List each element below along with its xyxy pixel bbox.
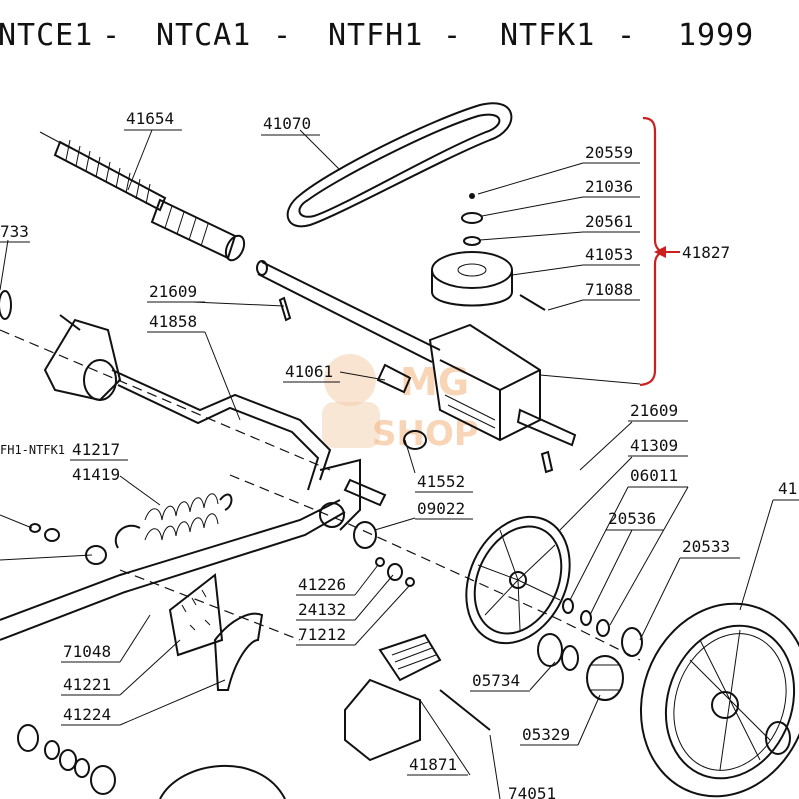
leader-lines [0,129,774,799]
label-41552: 41552 [417,472,465,491]
label-41309: 41309 [630,436,678,455]
drive-shaft-drawing [256,260,441,363]
rear-wheel-drawing [465,515,571,645]
watermark-shop: SHOP [372,414,479,454]
side-model-note: FH1-NTFK1 [0,443,65,457]
assembly-bracket [539,116,680,387]
diagram-header: NTCE1 - NTCA1 - NTFH1 - NTFK1 - 1999 [0,0,799,70]
label-71048: 71048 [63,642,111,661]
axis-lines [0,329,641,661]
pedal-drawing [344,633,491,762]
shop-watermark: MG SHOP [322,354,479,454]
label-21036: 21036 [585,177,633,196]
label-24132: 24132 [298,600,346,619]
label-41858: 41858 [149,312,197,331]
label-41654: 41654 [126,109,174,128]
label-05329: 05329 [522,725,570,744]
height-selector-drawing [168,573,264,691]
label-20536: 20536 [608,509,656,528]
header-sep-2: - [273,18,293,53]
drive-gear-drawing [537,633,624,701]
header-sep-1: - [102,18,122,53]
label-20533: 20533 [682,537,730,556]
model-ntca1: NTCA1 [156,18,252,53]
o-ring-drawing [403,430,427,450]
model-ntfh1: NTFH1 [328,18,424,53]
label-733: 733 [0,222,29,241]
label-05734: 05734 [472,671,520,690]
label-71088: 71088 [585,280,633,299]
label-06011: 06011 [630,466,678,485]
model-year: 1999 [678,18,755,53]
label-41224: 41224 [63,705,111,724]
label-71212: 71212 [298,625,346,644]
label-41070: 41070 [263,114,311,133]
label-41061: 41061 [285,362,333,381]
pulley-drawing [431,193,546,311]
label-41871: 41871 [409,755,457,774]
tension-spring-drawing [114,493,233,549]
model-ntfk1: NTFK1 [500,18,596,53]
label-41226: 41226 [298,575,346,594]
label-20561: 20561 [585,212,633,231]
model-ntce1: NTCE1 [0,18,94,53]
label-41419: 41419 [72,465,120,484]
header-sep-3: - [443,18,463,53]
label-74051: 74051 [508,784,556,799]
label-09022: 09022 [417,499,465,518]
front-wheel-drawing [639,602,799,798]
label-41-cut: 41 [778,479,797,498]
label-21609-upper: 21609 [149,282,197,301]
label-20559: 20559 [585,143,633,162]
washers-mid-drawing [353,521,415,587]
gearbox-drawing [376,323,577,474]
v-belt-drawing [286,102,513,228]
label-41827: 41827 [682,243,730,262]
part-labels: 41654 41070 20559 21036 20561 41053 7108… [0,109,799,799]
label-41217: 41217 [72,440,120,459]
label-21609-lower: 21609 [630,401,678,420]
washers-left-drawing [0,290,286,799]
handle-frame-drawing [0,314,387,641]
header-sep-4: - [617,18,637,53]
handle-grip-drawing [39,131,246,262]
label-41221: 41221 [63,675,111,694]
label-41053: 41053 [585,245,633,264]
